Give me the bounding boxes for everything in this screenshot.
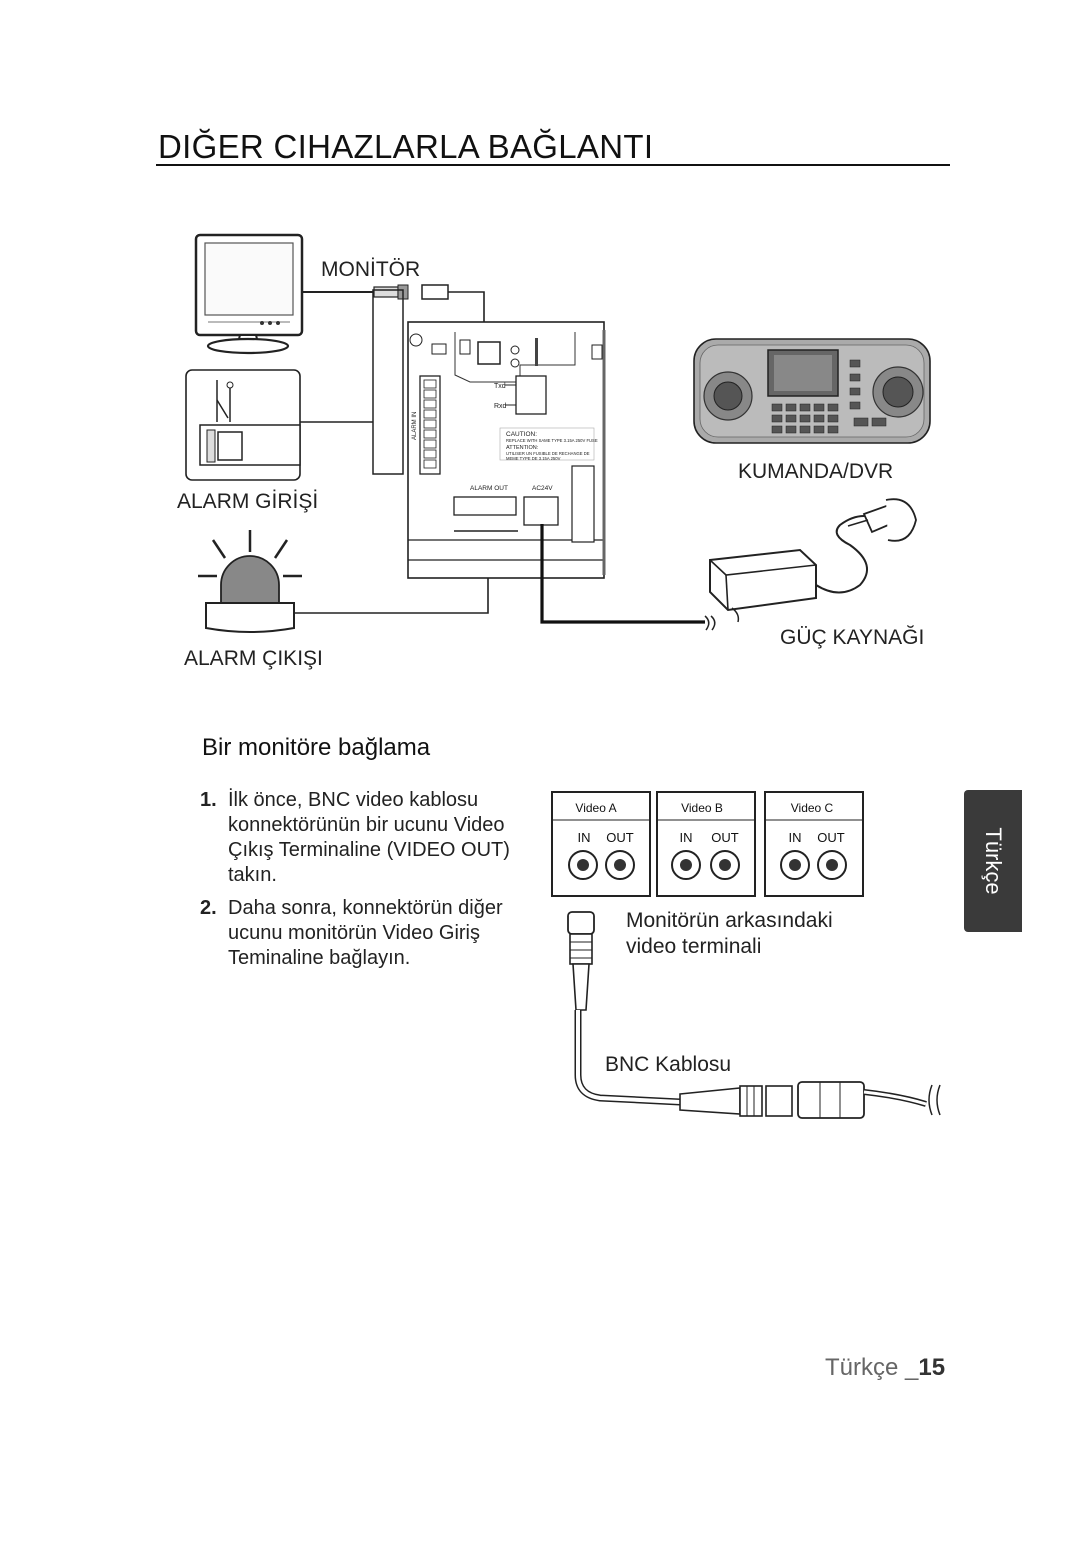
receiver-board	[407, 321, 606, 579]
alarm-input-icon	[185, 369, 301, 481]
terminal-caption: Monitörün arkasındaki video terminali	[626, 908, 833, 960]
terminal-label: Video A	[575, 801, 616, 815]
step-number: 2.	[200, 897, 217, 919]
language-tab-label: Türkçe	[981, 827, 1006, 895]
board-txd-label: Txd	[494, 383, 506, 390]
step-item: 1. İlk önce, BNC video kablosu konnektör…	[200, 788, 520, 888]
section-heading: Bir monitöre bağlama	[202, 734, 431, 761]
board-rxd-label: Rxd	[494, 403, 507, 410]
board-ac24v-label: AC24V	[532, 485, 553, 492]
terminal-caption-line2: video terminali	[626, 935, 762, 958]
page-title: DIĞER CIHAZLARLA BAĞLANTI	[158, 128, 654, 165]
page-number: 15	[918, 1354, 946, 1381]
terminal-panel-c: Video C IN OUT	[764, 791, 864, 897]
board-alarm-in-label: ALARM IN	[412, 412, 418, 440]
board-caution: CAUTION:	[506, 431, 537, 438]
board-attention-line2: MEME TYPE DE 3.15A 250V	[506, 456, 561, 461]
step-number: 1.	[200, 789, 217, 811]
cable-label: BNC Kablosu	[605, 1053, 732, 1076]
terminal-in: IN	[578, 830, 591, 845]
terminal-in: IN	[789, 830, 802, 845]
language-tab: Türkçe	[964, 790, 1022, 932]
terminal-out: OUT	[606, 830, 634, 845]
monitor-label: MONİTÖR	[321, 258, 421, 281]
step-list: 1. İlk önce, BNC video kablosu konnektör…	[200, 788, 520, 979]
power-adapter-icon	[709, 498, 917, 623]
step-text: İlk önce, BNC video kablosu konnektörünü…	[228, 789, 510, 886]
alarm-output-label: ALARM ÇIKIŞI	[184, 647, 323, 670]
terminal-in: IN	[680, 830, 693, 845]
monitor-icon	[194, 233, 304, 355]
terminal-out: OUT	[817, 830, 845, 845]
controller-label: KUMANDA/DVR	[738, 460, 894, 483]
controller-icon	[693, 338, 931, 444]
video-terminals-diagram: Video A IN OUT Video B IN OUT Video C IN…	[551, 791, 941, 1119]
title-divider	[156, 164, 950, 166]
board-alarm-out-label: ALARM OUT	[470, 485, 508, 492]
board-caution-line: REPLACE WITH SAME TYPE 3.15A 250V FUSE	[506, 438, 598, 443]
step-text: Daha sonra, konnektörün diğer ucunu moni…	[228, 897, 503, 969]
terminal-out: OUT	[711, 830, 739, 845]
terminal-panel-a: Video A IN OUT	[551, 791, 651, 897]
connection-diagram: ALARM IN Txd Rxd CAUTION: REPLACE WITH S…	[185, 233, 931, 633]
board-attention-line1: UTILISER UN FUSIBLE DE RECHANGE DE	[506, 451, 590, 456]
bnc-cable-icon	[567, 911, 941, 1119]
terminal-caption-line1: Monitörün arkasındaki	[626, 909, 833, 932]
terminal-panel-b: Video B IN OUT	[656, 791, 756, 897]
board-attention: ATTENTION:	[506, 445, 539, 451]
step-item: 2. Daha sonra, konnektörün diğer ucunu m…	[200, 896, 520, 971]
alarm-input-label: ALARM GİRİŞİ	[177, 490, 319, 513]
terminal-label: Video B	[681, 801, 723, 815]
page-footer: Türkçe _15	[825, 1354, 945, 1382]
power-supply-label: GÜÇ KAYNAĞI	[780, 626, 925, 649]
terminal-label: Video C	[791, 801, 834, 815]
footer-language: Türkçe _	[825, 1354, 919, 1381]
alarm-output-icon	[198, 530, 302, 633]
